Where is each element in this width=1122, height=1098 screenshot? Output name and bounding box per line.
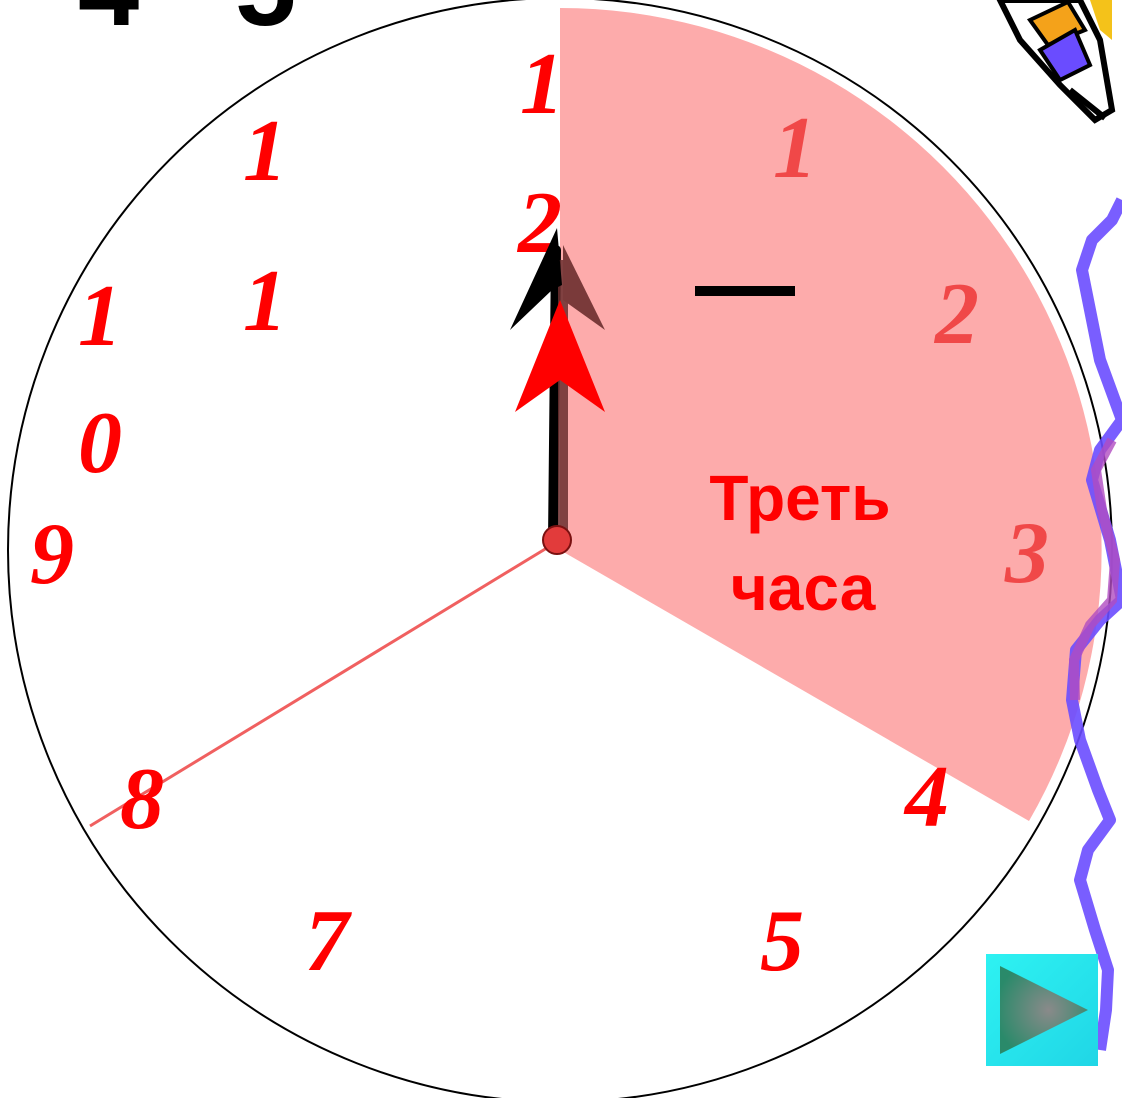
- clock-number-10-second-digit: 0: [78, 395, 122, 492]
- next-slide-button[interactable]: [986, 954, 1098, 1066]
- pencil-clipart-icon: [1000, 0, 1112, 120]
- dash-mark: —: [695, 228, 795, 340]
- clock-number-7: 7: [305, 893, 352, 990]
- clock-number-5: 5: [760, 893, 804, 990]
- caption-line-2: часа: [731, 552, 876, 624]
- clock-number-11-second-digit: 1: [243, 253, 287, 350]
- clock-number-2: 2: [933, 266, 979, 363]
- clock-number-9: 9: [30, 506, 74, 603]
- clock-number-3: 3: [1004, 505, 1049, 602]
- clock-number-11-first-digit: 1: [243, 103, 287, 200]
- clock-number-4: 4: [903, 749, 949, 846]
- caption-line-1: Треть: [709, 462, 890, 534]
- hand-pivot: [543, 526, 571, 554]
- clock-number-1: 1: [773, 100, 817, 197]
- clock-number-10-first-digit: 1: [78, 268, 122, 365]
- top-partial-digit-4: 4: [78, 0, 139, 49]
- top-partial-digit-5: 5: [235, 0, 296, 49]
- clock-number-8: 8: [120, 751, 164, 848]
- clock-number-12-first-digit: 1: [520, 36, 564, 133]
